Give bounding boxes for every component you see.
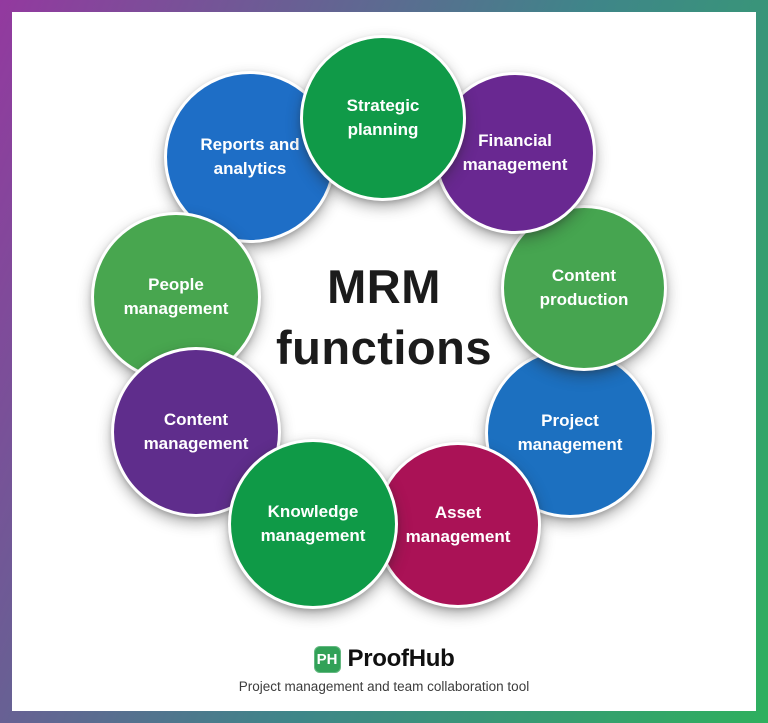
proofhub-logo-icon: PH (313, 645, 341, 673)
circle-content-management: Content management (111, 347, 281, 517)
circle-label-line: analytics (213, 159, 287, 178)
circle-strategic-planning: Strategic planning (300, 35, 466, 201)
circle-label-line: Financial (478, 131, 552, 150)
circle-label-line: Reports and (200, 135, 300, 154)
circle-label-line: Strategic (346, 96, 420, 115)
circle-label-line: Content (163, 410, 229, 429)
circle-label: Reports and analytics (167, 133, 333, 181)
footer-branding: PH ProofHub Project management and team … (12, 645, 756, 694)
circle-knowledge-management: Knowledge management (228, 439, 398, 609)
circle-label-line: management (143, 434, 249, 453)
circle-label: People management (94, 273, 258, 321)
circle-label-line: management (405, 527, 511, 546)
brand-tagline: Project management and team collaboratio… (238, 679, 530, 694)
circle-label-line: management (123, 299, 229, 318)
diagram-title-line1: MRM (327, 260, 441, 313)
circle-label-line: planning (347, 120, 419, 139)
brand-name: ProofHub (347, 645, 455, 672)
diagram-title-line2: functions (276, 321, 492, 374)
circle-label-line: management (260, 526, 366, 545)
diagram-canvas: Strategic planning Financial management … (12, 12, 756, 711)
circle-label: Financial management (437, 129, 593, 177)
diagram-title: MRM functions (12, 256, 756, 378)
circle-label: Knowledge management (231, 500, 395, 548)
circle-label-line: Project (541, 411, 599, 430)
circle-label-line: production (539, 290, 629, 309)
circle-label-line: management (517, 435, 623, 454)
circle-label-line: Content (551, 266, 617, 285)
circle-label: Project management (488, 409, 652, 457)
circle-label-line: management (462, 155, 568, 174)
circle-content-production: Content production (501, 205, 667, 371)
circle-label: Strategic planning (303, 94, 463, 142)
circle-label: Content management (114, 408, 278, 456)
circle-label-line: Asset (434, 503, 482, 522)
circle-label-line: Knowledge (267, 502, 359, 521)
brand-row: PH ProofHub (12, 645, 756, 673)
circle-label-line: People (148, 275, 204, 294)
circle-label: Content production (504, 264, 664, 312)
circle-asset-management: Asset management (375, 442, 541, 608)
circle-label: Asset management (378, 501, 538, 549)
